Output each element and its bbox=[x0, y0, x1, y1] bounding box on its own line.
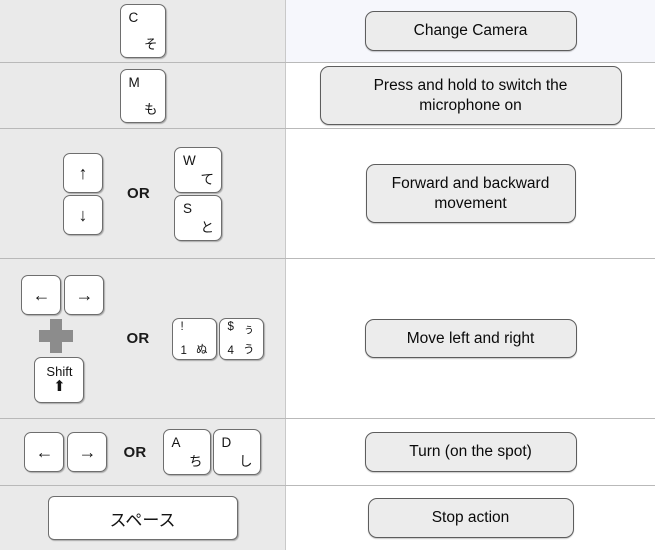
key-legend-shifted: $ bbox=[227, 320, 234, 333]
table-row: ← → OR A ち D し Turn (on the spot) bbox=[0, 419, 655, 486]
key-arrow-right[interactable]: → bbox=[67, 432, 108, 472]
key-legend-kana: し bbox=[239, 454, 253, 469]
table-row: C そ Change Camera bbox=[0, 0, 655, 63]
arrow-key-group-horizontal: ← → bbox=[21, 274, 105, 315]
ad-key-group: A ち D し bbox=[162, 429, 261, 475]
key-w[interactable]: W て bbox=[174, 146, 223, 193]
key-legend-kana-shifted: ぅ bbox=[243, 323, 255, 336]
key-d[interactable]: D し bbox=[212, 429, 261, 475]
key-legend-shifted: ! bbox=[180, 320, 184, 333]
keys-cell-turn-on-spot: ← → OR A ち D し bbox=[0, 419, 286, 485]
keys-cell-change-camera: C そ bbox=[0, 0, 286, 62]
or-separator: OR bbox=[126, 330, 150, 347]
description-cell-change-camera: Change Camera bbox=[286, 0, 655, 62]
table-row: ← → Shift ⬆ OR ! 1 ぬ bbox=[0, 259, 655, 419]
arrow-key-group-horizontal: ← → bbox=[24, 432, 108, 472]
key-s[interactable]: S と bbox=[174, 194, 223, 241]
key-shift[interactable]: Shift ⬆ bbox=[34, 356, 85, 403]
description-cell-forward-backward: Forward and backward movement bbox=[286, 129, 655, 258]
or-separator: OR bbox=[123, 443, 147, 461]
key-legend-kana: も bbox=[144, 101, 158, 117]
key-legend-base: 4 bbox=[227, 344, 234, 357]
keys-cell-microphone: M も bbox=[0, 63, 286, 128]
key-c[interactable]: C そ bbox=[119, 4, 166, 58]
number-key-group: ! 1 ぬ $ 4 ぅ う bbox=[171, 317, 264, 360]
table-row: ↑ ↓ OR W て S と Forward and backward move bbox=[0, 129, 655, 259]
action-label-forward-backward[interactable]: Forward and backward movement bbox=[365, 163, 576, 224]
key-legend-kana: う bbox=[243, 343, 255, 356]
or-separator: OR bbox=[126, 185, 151, 202]
key-shift-label: Shift bbox=[46, 364, 73, 379]
key-legend-latin: C bbox=[128, 10, 139, 25]
description-cell-move-left-right: Move left and right bbox=[286, 259, 655, 418]
action-label-turn-on-spot[interactable]: Turn (on the spot) bbox=[364, 432, 577, 472]
key-arrow-up[interactable]: ↑ bbox=[62, 152, 103, 193]
key-space[interactable]: スペース bbox=[47, 496, 238, 540]
keys-cell-forward-backward: ↑ ↓ OR W て S と bbox=[0, 129, 286, 258]
key-arrow-right[interactable]: → bbox=[64, 274, 105, 315]
table-row: M も Press and hold to switch the microph… bbox=[0, 63, 655, 129]
key-legend-kana: そ bbox=[144, 37, 158, 52]
key-arrow-left[interactable]: ← bbox=[24, 432, 65, 472]
action-label-move-left-right[interactable]: Move left and right bbox=[364, 318, 577, 359]
key-legend-latin: S bbox=[183, 200, 193, 216]
action-label-microphone[interactable]: Press and hold to switch the microphone … bbox=[319, 65, 622, 126]
key-legend-latin: M bbox=[128, 74, 140, 90]
keys-cell-move-left-right: ← → Shift ⬆ OR ! 1 ぬ bbox=[0, 259, 286, 418]
key-legend-kana: て bbox=[200, 171, 215, 187]
description-cell-stop-action: Stop action bbox=[286, 486, 655, 550]
key-legend-latin: A bbox=[171, 435, 181, 450]
key-legend-kana: と bbox=[200, 219, 215, 235]
description-cell-turn-on-spot: Turn (on the spot) bbox=[286, 419, 655, 485]
keys-cell-stop-action: スペース bbox=[0, 486, 286, 550]
key-legend-kana: ぬ bbox=[196, 343, 208, 356]
key-legend-latin: D bbox=[221, 435, 232, 450]
arrow-key-group-vertical: ↑ ↓ bbox=[62, 152, 103, 235]
key-legend-base: 1 bbox=[180, 344, 187, 357]
ws-key-group: W て S と bbox=[174, 146, 223, 241]
key-4[interactable]: $ 4 ぅ う bbox=[218, 317, 264, 360]
plus-icon bbox=[39, 318, 74, 353]
action-label-change-camera[interactable]: Change Camera bbox=[364, 11, 577, 51]
key-1[interactable]: ! 1 ぬ bbox=[171, 317, 217, 360]
table-row: スペース Stop action bbox=[0, 486, 655, 550]
action-label-stop-action[interactable]: Stop action bbox=[367, 498, 574, 538]
key-a[interactable]: A ち bbox=[162, 429, 211, 475]
key-legend-latin: W bbox=[183, 152, 196, 168]
key-arrow-left[interactable]: ← bbox=[21, 274, 62, 315]
key-arrow-down[interactable]: ↓ bbox=[62, 194, 103, 235]
key-m[interactable]: M も bbox=[119, 68, 166, 123]
description-cell-microphone: Press and hold to switch the microphone … bbox=[286, 63, 655, 128]
shift-up-arrow-icon: ⬆ bbox=[53, 378, 66, 395]
key-legend-kana: ち bbox=[189, 454, 203, 469]
shift-arrow-combo: ← → Shift ⬆ bbox=[21, 274, 105, 403]
